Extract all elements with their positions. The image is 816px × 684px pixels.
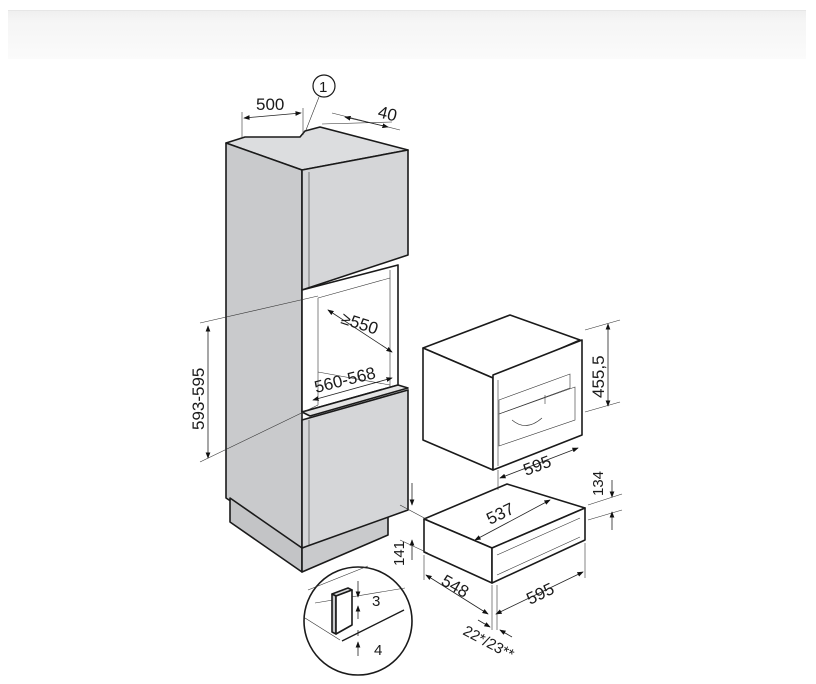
dimension-niche-height: 593-595 [189, 295, 319, 463]
dimension-gap-40: 40 [321, 102, 401, 131]
gap-label: 40 [376, 102, 399, 125]
niche-height-label: 593-595 [189, 368, 208, 430]
drawer-width-label: 595 [523, 579, 557, 609]
dimension-drawer-height: 134 [587, 471, 623, 530]
drawer-height-label: 134 [590, 471, 607, 496]
tall-cabinet [225, 126, 409, 573]
dimension-appliance-height: 455,5 [584, 319, 621, 413]
gap-bottom-label: 4 [374, 642, 382, 659]
callout-1: 1 [305, 74, 336, 131]
front-offset-label: 22*/23** [460, 623, 517, 664]
top-header-bar [8, 10, 806, 59]
dimension-front-offset: 22*/23** [460, 585, 517, 663]
drawer-niche-height-label: 141 [391, 541, 408, 566]
callout-number: 1 [319, 79, 327, 96]
drawer-side-depth-label: 548 [438, 571, 472, 602]
appliance-height-label: 455,5 [589, 355, 608, 398]
depth-label: 500 [256, 95, 284, 114]
gap-top-label: 3 [372, 593, 380, 610]
dimension-drawer-niche-height: 141 [391, 483, 429, 566]
dimension-depth-500: 500 [241, 95, 304, 138]
built-in-appliance [422, 314, 583, 471]
detail-gap-view: 3 4 [303, 565, 413, 676]
warming-drawer [423, 483, 586, 584]
